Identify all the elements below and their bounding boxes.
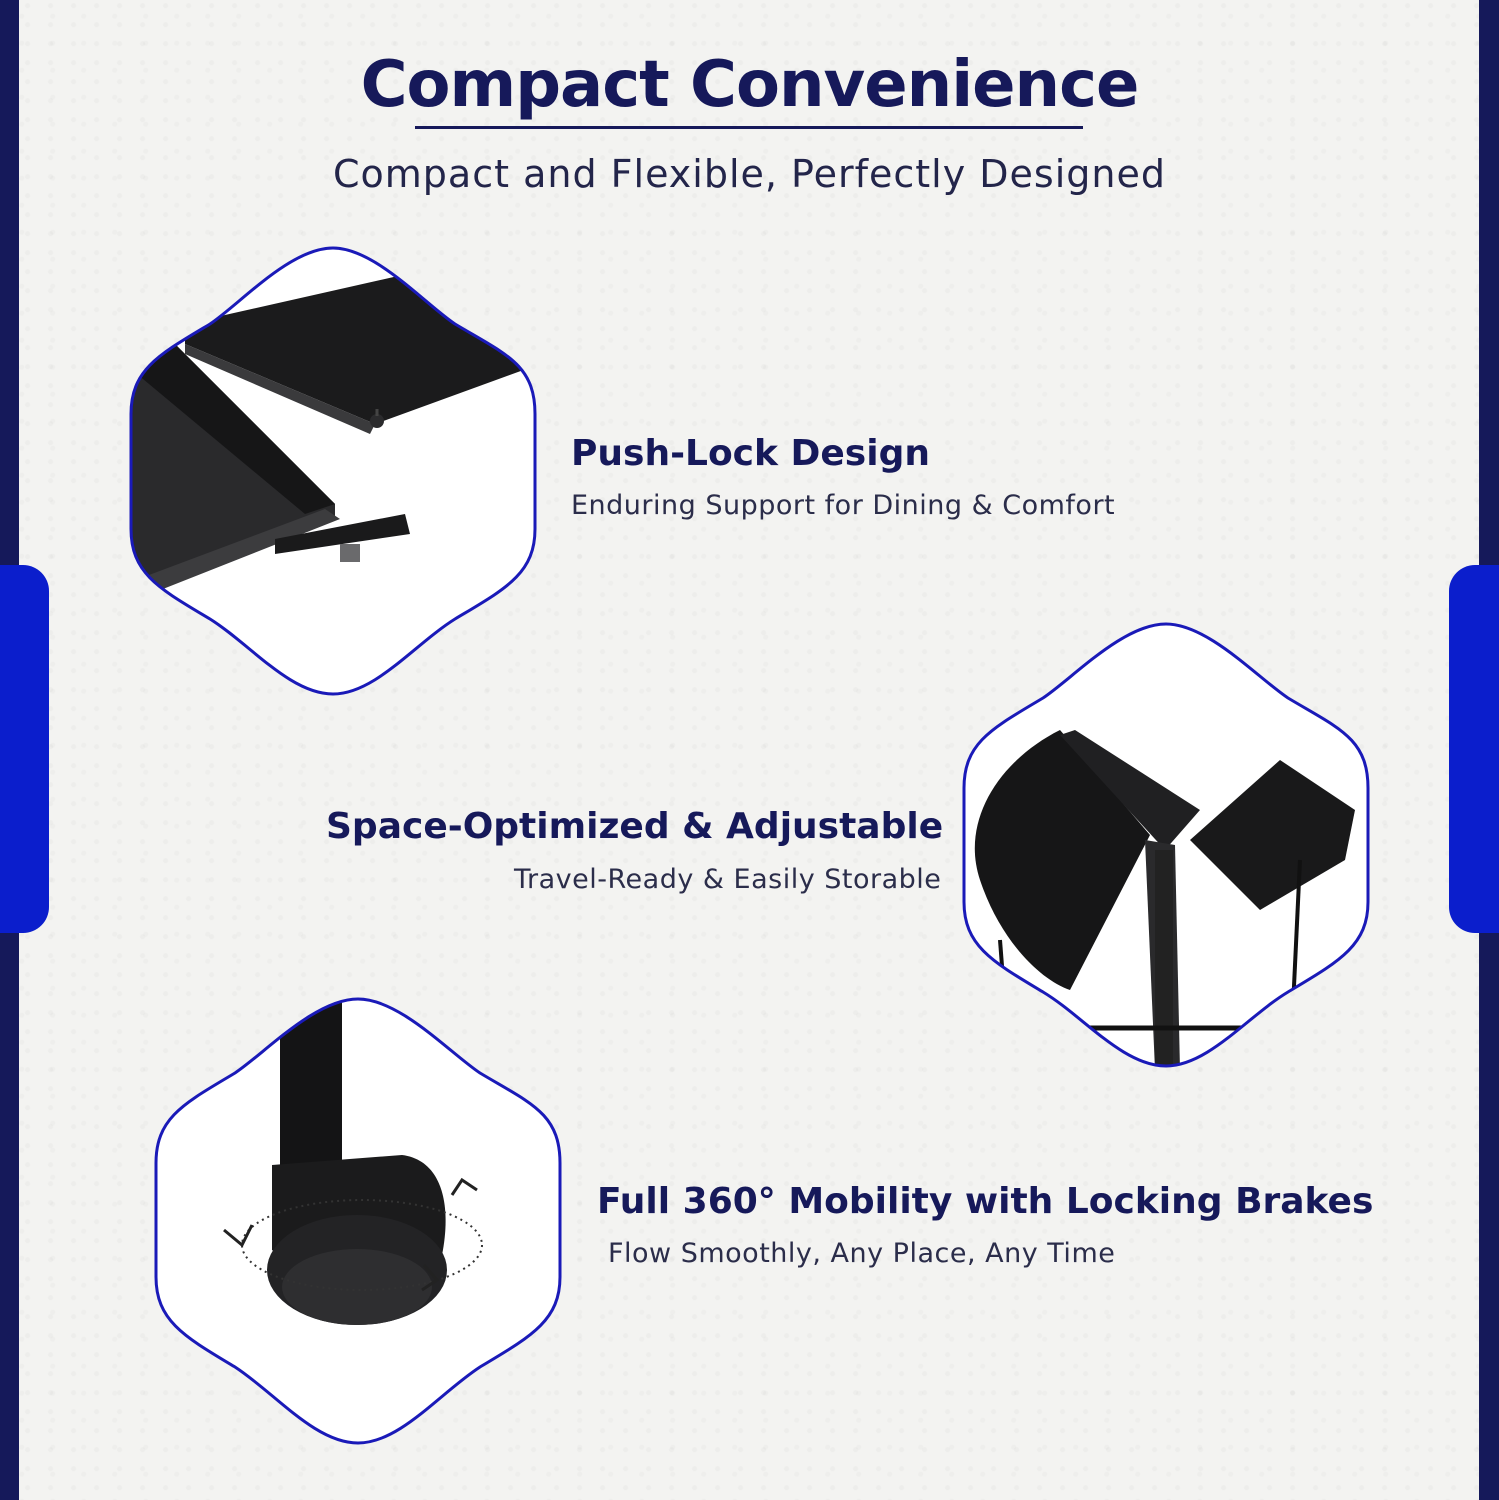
left-accent-tab (0, 565, 49, 933)
feature-heading-push-lock: Push-Lock Design (571, 433, 930, 474)
caster-wheel-image (154, 997, 562, 1445)
folded-table-image (962, 622, 1370, 1068)
feature-sub-space-optimized: Travel-Ready & Easily Storable (514, 864, 942, 895)
push-lock-image (129, 246, 537, 696)
right-accent-tab (1449, 565, 1499, 933)
feature-heading-space-optimized: Space-Optimized & Adjustable (326, 806, 944, 847)
title-underline (415, 126, 1083, 129)
feature-heading-mobility: Full 360° Mobility with Locking Brakes (597, 1181, 1374, 1222)
page-title: Compact Convenience (360, 48, 1140, 122)
feature-sub-mobility: Flow Smoothly, Any Place, Any Time (608, 1238, 1116, 1269)
feature-sub-push-lock: Enduring Support for Dining & Comfort (571, 490, 1116, 521)
page-subtitle: Compact and Flexible, Perfectly Designed (333, 152, 1166, 196)
